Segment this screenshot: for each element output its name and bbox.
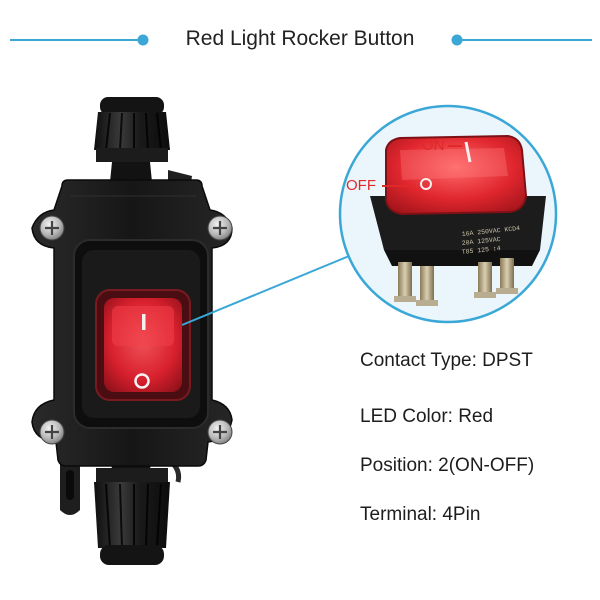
spec-terminal: Terminal: 4Pin [360, 504, 481, 525]
callout-pointer [181, 253, 355, 326]
screw-top-left [39, 215, 65, 241]
device-rocker-switch[interactable] [95, 289, 191, 401]
zoom-off-mark [420, 178, 432, 190]
off-mark [134, 373, 150, 389]
svg-text:20A 125VAC: 20A 125VAC [461, 236, 501, 247]
on-label: ON [422, 137, 445, 154]
spec-position: Position: 2(ON-OFF) [360, 455, 535, 476]
screw-bottom-right [207, 419, 233, 445]
on-mark [142, 314, 146, 330]
screw-bottom-left [39, 419, 65, 445]
svg-text:T85 125 ↕4: T85 125 ↕4 [461, 245, 501, 256]
spec-contact-type: Contact Type: DPST [360, 350, 533, 371]
zoom-callout: 16A 250VAC KCD4 20A 125VAC T85 125 ↕4 [338, 104, 558, 324]
header-decoration [10, 34, 592, 46]
screw-top-right [207, 215, 233, 241]
mounting-screws [39, 215, 233, 445]
terminals [394, 258, 518, 306]
zoom-on-mark [464, 141, 472, 163]
page-title: Red Light Rocker Button [185, 27, 415, 50]
top-cable-gland [94, 97, 192, 190]
spec-led-color: LED Color: Red [360, 406, 494, 427]
off-label: OFF [346, 177, 376, 194]
